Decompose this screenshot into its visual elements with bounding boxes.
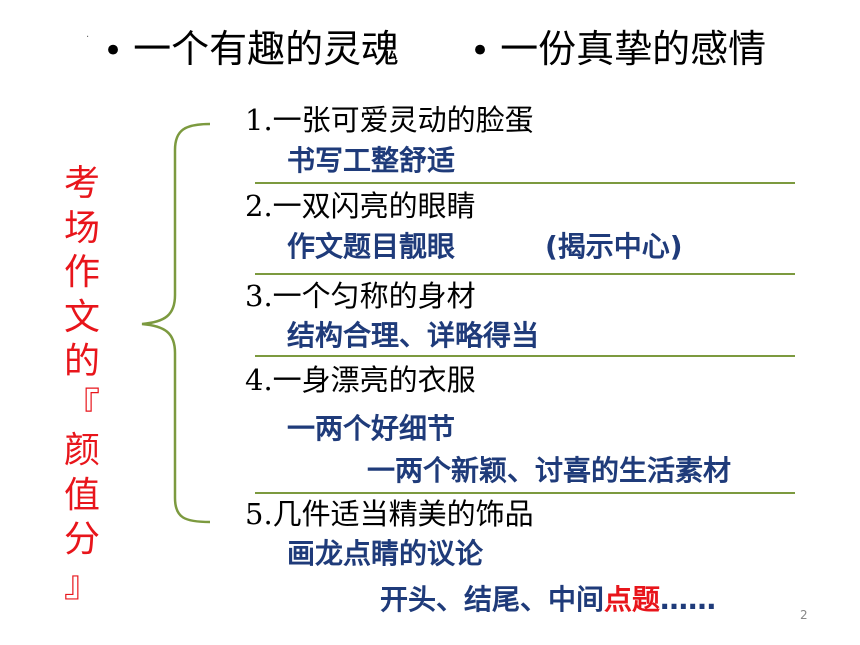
item-1-label: 1.一张可爱灵动的脸蛋 — [245, 103, 534, 137]
item-5-note-2-text: 开头、结尾、中间 — [380, 583, 605, 616]
top-bullet-1: •一个有趣的灵魂 — [103, 30, 399, 68]
side-title-char: 作 — [63, 252, 100, 293]
divider-rule — [255, 273, 795, 275]
item-4-label: 4.一身漂亮的衣服 — [245, 363, 476, 397]
page-number: 2 — [800, 608, 808, 622]
top-bullet-2: •一份真挚的感情 — [470, 30, 766, 68]
side-title-char: 场 — [63, 207, 100, 249]
item-2-note: 作文题目靓眼 — [287, 230, 456, 263]
side-title-char: 文 — [63, 296, 100, 338]
bullet-dot: • — [103, 31, 124, 71]
item-3-note: 结构合理、详略得当 — [287, 319, 540, 352]
top-bullet-text: 一份真挚的感情 — [500, 27, 767, 71]
item-5-note-2-ellipsis: …… — [660, 583, 717, 616]
item-5-note-2-highlight: 点题 — [604, 583, 661, 616]
side-title-char: 分 — [63, 519, 100, 560]
side-title-char: 的 — [63, 341, 100, 382]
decorative-dot: · — [86, 32, 90, 43]
divider-rule — [255, 355, 795, 357]
side-title-char: 』 — [63, 563, 100, 605]
item-2-note-paren: (揭示中心) — [545, 230, 683, 263]
item-1-note: 书写工整舒适 — [287, 144, 456, 177]
side-title: 考 场 作 文 的 『 颜 值 分 』 — [62, 162, 102, 607]
item-5-label: 5.几件适当精美的饰品 — [245, 497, 534, 531]
item-4-note-2: 一两个新颖、讨喜的生活素材 — [367, 454, 732, 487]
item-3-label: 3.一个匀称的身材 — [245, 279, 476, 313]
side-title-char: 『 — [63, 385, 100, 427]
item-2-label: 2.一双闪亮的眼睛 — [245, 189, 476, 223]
divider-rule — [255, 492, 795, 494]
bullet-dot: • — [470, 31, 491, 71]
side-title-char: 颜 — [63, 430, 100, 471]
side-title-char: 考 — [63, 163, 100, 204]
item-5-note-1: 画龙点睛的议论 — [287, 537, 484, 570]
item-5-note-2: 开头、结尾、中间点题…… — [380, 586, 716, 614]
item-4-note-1: 一两个好细节 — [287, 412, 456, 445]
side-title-char: 值 — [63, 474, 100, 516]
divider-rule — [255, 182, 795, 184]
top-bullet-text: 一个有趣的灵魂 — [133, 27, 400, 71]
curly-brace — [141, 122, 211, 524]
